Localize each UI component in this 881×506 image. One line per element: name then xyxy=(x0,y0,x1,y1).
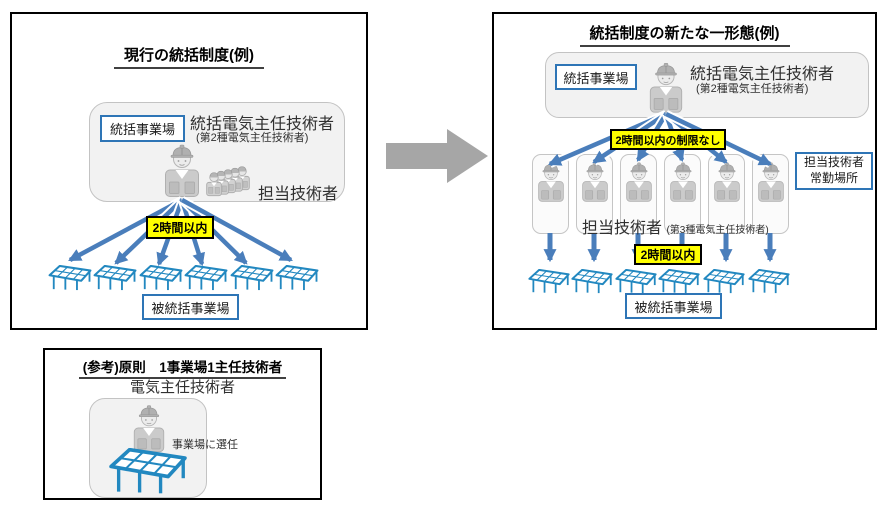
solar-site-icon xyxy=(748,269,790,294)
two-hour-badge: 2時間以内 xyxy=(634,244,702,265)
staff-engineer-icon xyxy=(758,162,784,202)
new-system-title: 統括制度の新たな一形態(例) xyxy=(579,22,790,47)
assignment-label: 事業場に選任 xyxy=(172,439,238,451)
staff-location-line1: 担当技術者 xyxy=(803,155,864,170)
chief-engineer-subtitle: (第2種電気主任技術者) xyxy=(696,83,809,95)
single-chief-label: 電気主任技術者 xyxy=(129,379,235,396)
chief-engineer-title: 統括電気主任技術者 xyxy=(190,116,335,133)
staff-location-line2: 常勤場所 xyxy=(809,171,858,185)
solar-site-icon xyxy=(47,265,93,291)
current-system-panel: 現行の統括制度(例) 統括事業場 統括電気主任技術者 (第2種電気主任技術者) … xyxy=(10,12,368,330)
no-limit-badge: 2時間以内の制限なし xyxy=(610,129,726,150)
supervised-sites-label: 被統括事業場 xyxy=(625,293,722,319)
staff-label-row: 担当技術者 (第3種電気主任技術者) xyxy=(582,214,769,238)
chief-engineer-subtitle: (第2種電気主任技術者) xyxy=(196,132,309,144)
current-system-title: 現行の統括制度(例) xyxy=(114,44,264,69)
staff-location-label: 担当技術者 常勤場所 xyxy=(795,152,873,190)
staff-engineer-icon xyxy=(626,162,652,202)
staff-label: 担当技術者 xyxy=(258,186,339,203)
transition-arrow-icon xyxy=(386,129,488,183)
staff-engineer-icon xyxy=(538,162,564,202)
staff-sublabel: (第3種電気主任技術者) xyxy=(666,225,769,236)
solar-site-icon xyxy=(229,265,275,291)
solar-site-icon xyxy=(183,265,229,291)
solar-site-icon xyxy=(658,269,700,294)
chief-engineer-icon xyxy=(649,62,683,113)
chief-engineer-icon xyxy=(133,405,165,453)
supervising-site-label: 統括事業場 xyxy=(100,115,185,142)
chief-engineer-icon xyxy=(162,142,202,198)
solar-site-icon xyxy=(571,269,613,294)
solar-site-icon xyxy=(703,269,745,294)
new-system-panel: 統括制度の新たな一形態(例) 統括事業場 統括電気主任技術者 (第2種電気主任技… xyxy=(492,12,877,330)
reference-title: (参考)原則 1事業場1主任技術者 xyxy=(78,356,287,379)
solar-site-icon xyxy=(138,265,184,291)
supervising-site-label: 統括事業場 xyxy=(555,64,637,90)
staff-engineer-icon xyxy=(714,162,740,202)
solar-site-icon xyxy=(528,269,570,294)
staff-card xyxy=(532,154,569,234)
reference-panel: (参考)原則 1事業場1主任技術者 電気主任技術者 事業場に選任 xyxy=(43,348,322,500)
staff-label: 担当技術者 xyxy=(582,220,663,237)
staff-engineer-icon xyxy=(670,162,696,202)
solar-site-icon xyxy=(615,269,657,294)
staff-engineer-icon xyxy=(582,162,608,202)
solar-site-icon xyxy=(107,448,189,495)
staff-group-icon xyxy=(206,166,250,197)
supervised-sites-label: 被統括事業場 xyxy=(142,294,239,320)
chief-engineer-title: 統括電気主任技術者 xyxy=(690,66,835,83)
solar-site-icon xyxy=(92,265,138,291)
two-hour-badge: 2時間以内 xyxy=(146,216,214,239)
solar-site-icon xyxy=(274,265,320,291)
